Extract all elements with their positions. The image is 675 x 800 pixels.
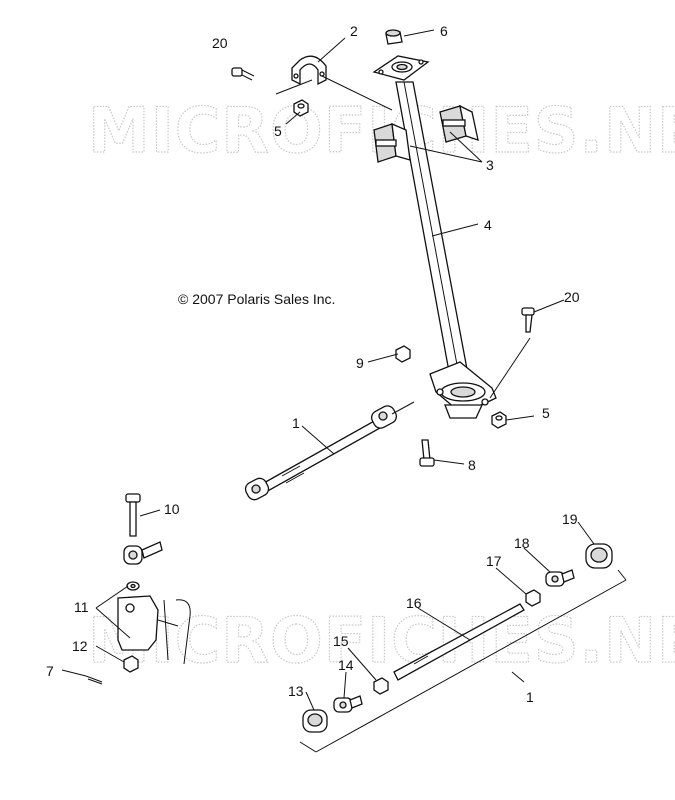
nut-9 (395, 345, 411, 363)
callout-5-right: 5 (542, 405, 550, 421)
tie-rod-shaft-16 (393, 603, 525, 681)
watermark-bottom: MICROFICHES.NET (88, 604, 675, 677)
callouts: 2 20 6 5 3 4 20 9 5 1 8 10 11 12 7 13 14… (46, 23, 580, 705)
callout-1-lower: 1 (526, 689, 534, 705)
callout-16: 16 (406, 595, 422, 611)
callout-9: 9 (356, 355, 364, 371)
callout-8: 8 (468, 457, 476, 473)
rod-end-lower-left (123, 541, 163, 565)
bolt-20-right (521, 307, 535, 333)
steering-post (372, 55, 497, 419)
jam-nut-17 (525, 589, 541, 607)
callout-5-top: 5 (274, 123, 282, 139)
callout-14: 14 (338, 657, 354, 673)
cotter-pin-7 (85, 675, 103, 685)
callout-19: 19 (562, 511, 578, 527)
rod-end-19 (585, 543, 613, 569)
callout-13: 13 (288, 683, 304, 699)
bolt-8 (419, 439, 435, 467)
callout-12: 12 (72, 638, 88, 654)
tie-rod-upper (244, 405, 398, 501)
mounting-bracket (291, 55, 327, 86)
callout-1-upper: 1 (292, 415, 300, 431)
ball-joint-14 (333, 695, 363, 713)
callout-20-top: 20 (212, 35, 228, 51)
callout-11: 11 (74, 599, 89, 615)
copyright-text: © 2007 Polaris Sales Inc. (178, 291, 335, 307)
leader-lines (61, 29, 627, 753)
callout-3: 3 (486, 157, 494, 173)
ball-joint-18 (545, 569, 575, 587)
callout-20-right: 20 (564, 289, 580, 305)
callout-6: 6 (440, 23, 448, 39)
callout-18: 18 (514, 535, 530, 551)
cap-6 (385, 29, 403, 45)
bushing-pair (373, 104, 479, 163)
bolt-20-top (231, 67, 255, 81)
jam-nut-15 (373, 677, 389, 695)
callout-15: 15 (333, 633, 349, 649)
callout-17: 17 (486, 553, 502, 569)
callout-7: 7 (46, 663, 54, 679)
callout-4: 4 (484, 217, 492, 233)
nut-12 (123, 655, 139, 673)
bolt-10 (125, 493, 141, 537)
nut-5-top (293, 99, 309, 117)
callout-10: 10 (164, 501, 180, 517)
nut-5-right (491, 411, 507, 429)
callout-2: 2 (350, 23, 358, 39)
rod-end-13 (302, 709, 328, 733)
